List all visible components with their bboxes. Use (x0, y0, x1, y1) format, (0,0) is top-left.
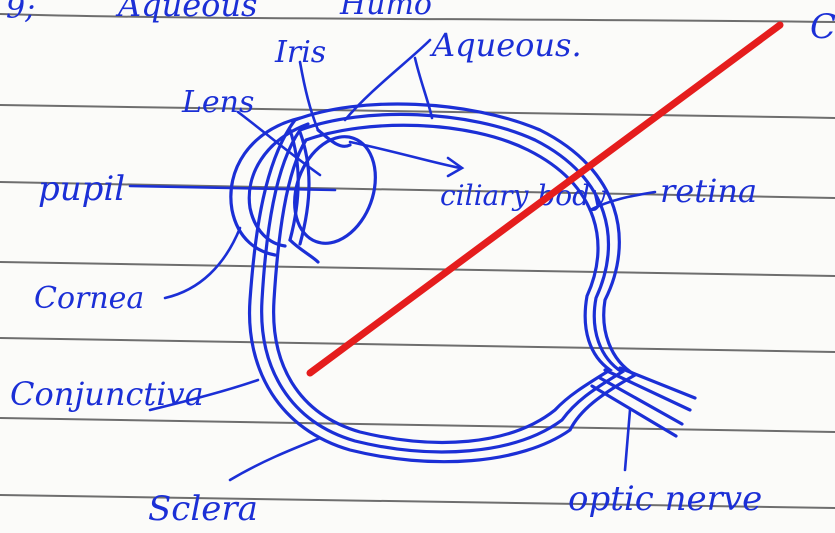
header-text-left: Aqueous (115, 0, 257, 24)
header-text-right: C (810, 7, 835, 47)
optic-nerve-leader (625, 410, 630, 470)
label-conjunctiva: Conjunctiva (10, 375, 204, 413)
label-iris: Iris (274, 35, 326, 70)
label-pupil: pupil (38, 169, 125, 209)
eye-drawing (231, 104, 695, 462)
optic-nerve-bundle (592, 368, 695, 436)
ruled-lines (0, 14, 835, 508)
label-lens: Lens (181, 85, 254, 120)
question-number: 9; (6, 0, 35, 26)
lens-leader (238, 112, 320, 175)
label-retina: retina (660, 172, 757, 210)
cornea-leader (165, 228, 240, 298)
label-aqueous: Aqueous. (429, 26, 582, 64)
aqueous-leader (345, 40, 432, 120)
label-ciliary-body: ciliary body (440, 179, 607, 212)
header-text-mid: Humo (339, 0, 432, 22)
ciliary-leader (350, 142, 460, 168)
label-sclera: Sclera (148, 489, 258, 529)
retina-outline (274, 125, 610, 442)
iris-leader (300, 62, 318, 130)
label-cornea: Cornea (34, 281, 144, 316)
label-optic-nerve: optic nerve (568, 479, 762, 519)
sclera-leader (230, 438, 320, 480)
